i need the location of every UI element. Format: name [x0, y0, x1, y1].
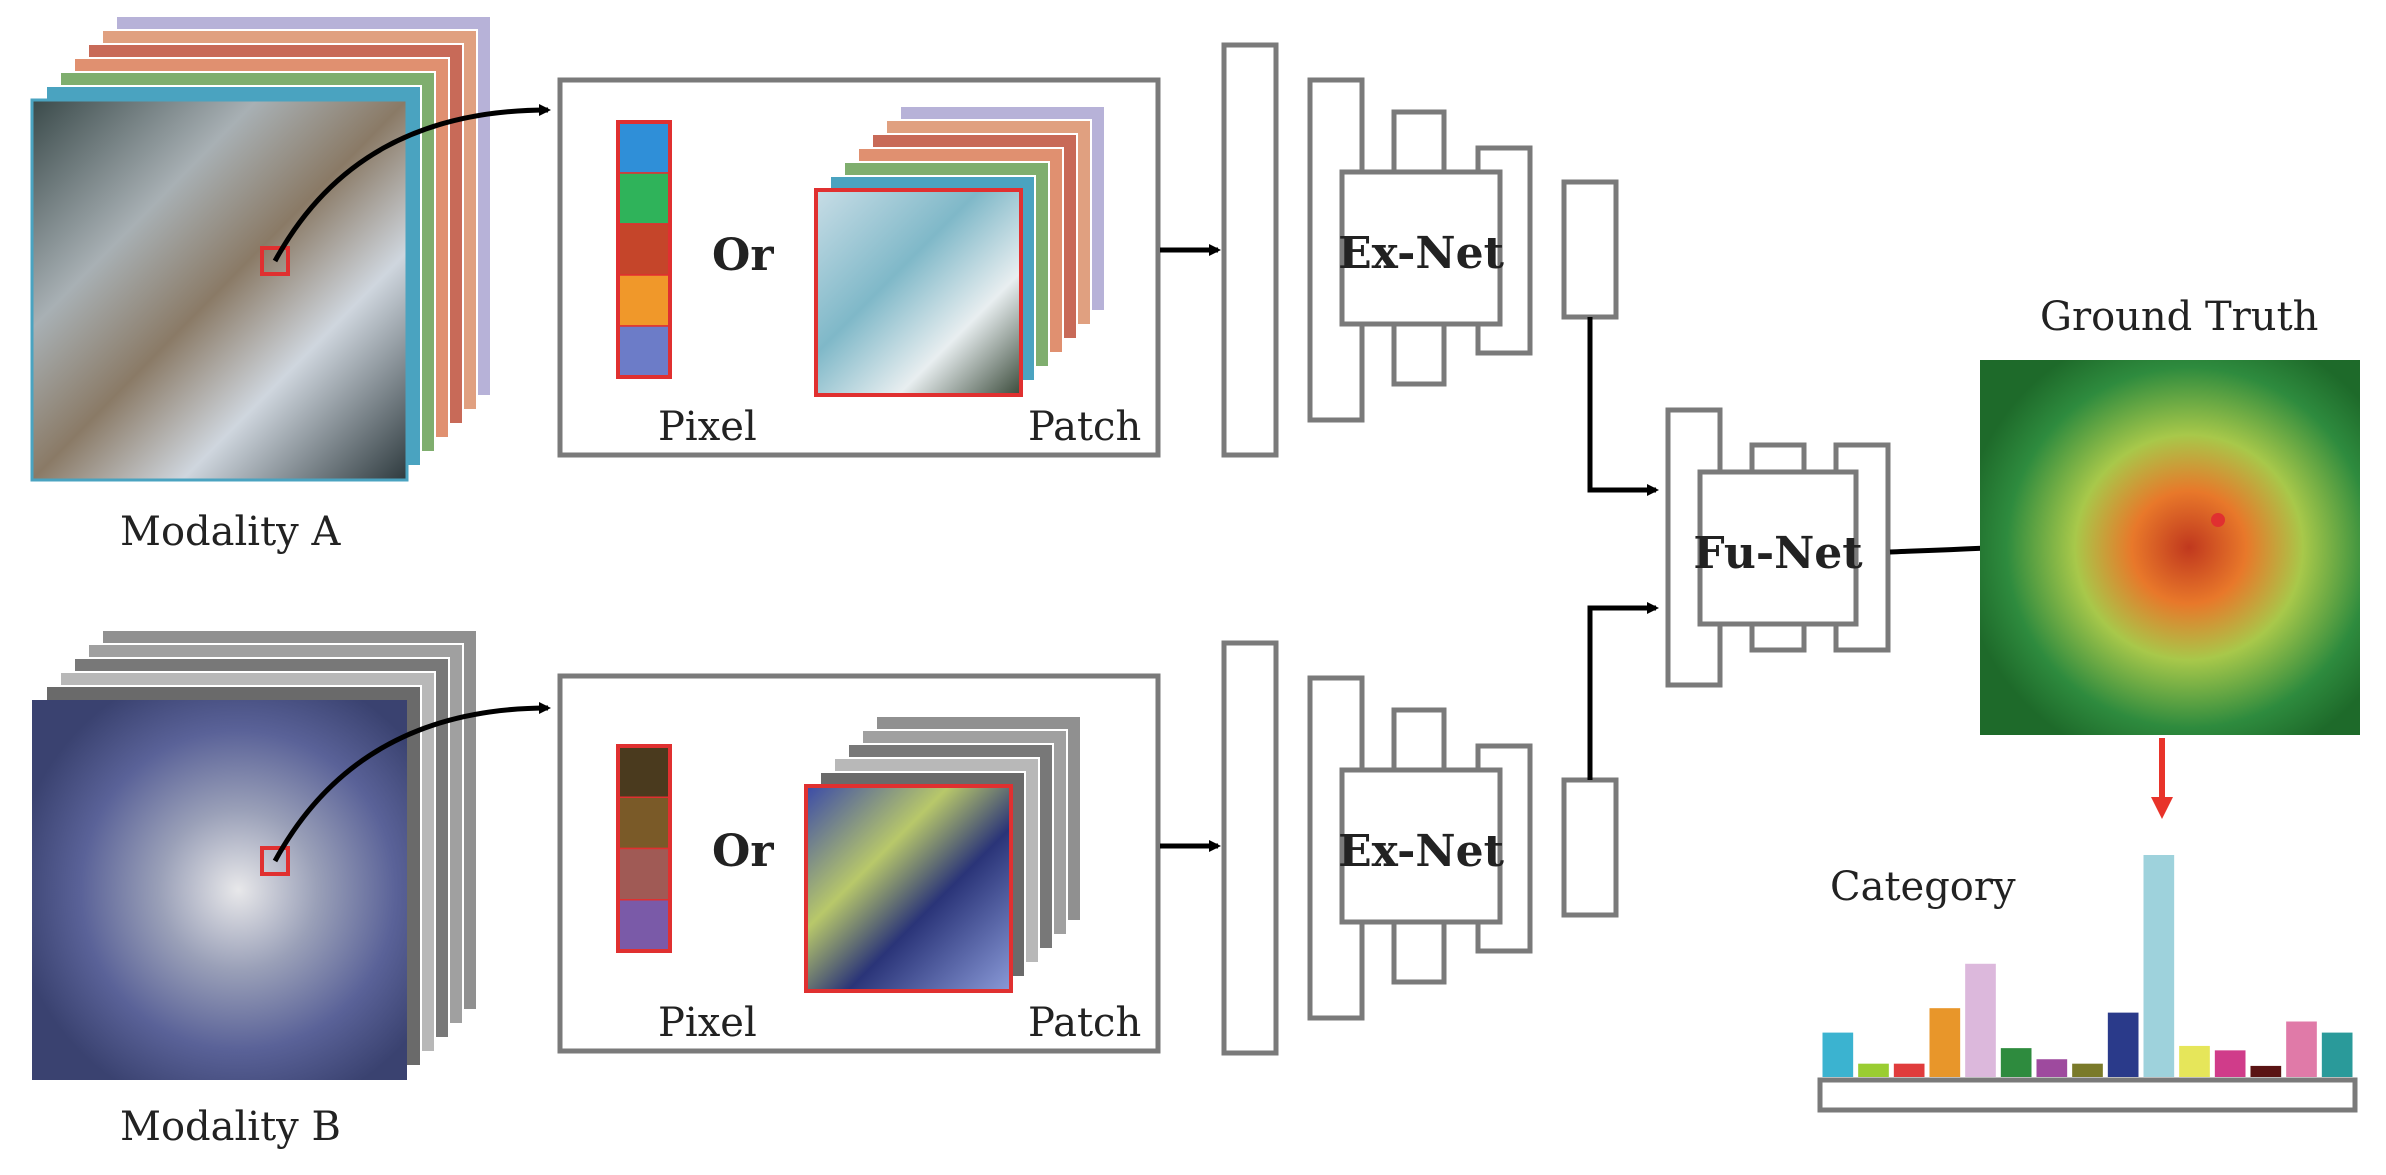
category-bar — [2107, 1012, 2139, 1077]
patch-label-a: Patch — [1028, 404, 1141, 450]
ground-truth-map — [1980, 360, 2360, 735]
modality-b-sample-arrow — [272, 702, 551, 863]
modality-b-pixel-marker — [260, 846, 290, 876]
category-bar — [1822, 1032, 1854, 1077]
pixel-vector-a-cell — [617, 325, 671, 378]
pixel-vector-a — [616, 120, 672, 379]
pixel-vector-b-cell — [617, 796, 671, 850]
pixel-vector-a-outline — [616, 120, 672, 379]
category-bar — [2321, 1032, 2353, 1077]
patch-image-b — [804, 784, 1013, 993]
pixel-vector-a-cell — [617, 172, 671, 225]
input-layer-b — [1221, 640, 1279, 1056]
modality-a-label: Modality A — [120, 509, 341, 555]
pixel-label-a: Pixel — [658, 404, 757, 450]
exnet-a-block — [1339, 169, 1503, 327]
pixel-vector-b-outline — [616, 744, 672, 953]
patch-image-a — [814, 188, 1023, 397]
category-bar — [1893, 1063, 1925, 1077]
category-bar — [1858, 1063, 1889, 1077]
pixel-vector-b-cell — [617, 745, 671, 798]
exnet-a-label: Ex-Net — [1338, 228, 1504, 279]
modality-a-sample-arrow — [272, 104, 551, 263]
pixel-vector-b — [616, 744, 672, 953]
exnet-b-block — [1339, 767, 1503, 925]
category-histogram — [1822, 855, 2353, 1077]
arrow-exnet-b-to-funet — [1587, 602, 1659, 780]
or-label-b: Or — [712, 826, 774, 877]
pixel-vector-a-cell — [617, 121, 671, 174]
category-bar — [2286, 1021, 2317, 1077]
ground-truth-pixel-marker — [2211, 513, 2225, 527]
pixel-vector-b-cell — [617, 847, 671, 901]
pixel-vector-a-cell — [617, 274, 671, 327]
or-label-a: Or — [712, 230, 774, 281]
category-label: Category — [1830, 864, 2016, 910]
funet-label: Fu-Net — [1693, 528, 1863, 579]
modality-b-image — [32, 700, 407, 1080]
pixel-label-b: Pixel — [658, 1000, 757, 1046]
category-bar — [2214, 1050, 2246, 1077]
funet-block — [1697, 469, 1859, 627]
pixel-vector-b-cell — [617, 899, 671, 952]
modality-a-image — [32, 100, 407, 480]
category-bar — [2036, 1059, 2068, 1077]
patch-label-b: Patch — [1028, 1000, 1141, 1046]
modality-b-label: Modality B — [120, 1104, 341, 1150]
input-layer-a — [1221, 42, 1279, 458]
exnet-b-label: Ex-Net — [1338, 826, 1504, 877]
pixel-vector-a-cell — [617, 223, 671, 276]
exnet-b-output — [1561, 777, 1619, 918]
ground-truth-label: Ground Truth — [2040, 294, 2318, 340]
category-histogram-base — [1817, 1077, 2358, 1113]
category-bar — [2000, 1048, 2032, 1077]
category-bar — [2143, 855, 2175, 1077]
category-bar — [2072, 1063, 2103, 1077]
category-bar — [1929, 1008, 1961, 1077]
arrow-exnet-a-to-funet — [1587, 317, 1659, 496]
category-bar — [2179, 1045, 2210, 1077]
exnet-a-output — [1561, 179, 1619, 320]
modality-a-pixel-marker — [260, 246, 290, 276]
modality-a-image-border — [30, 98, 409, 482]
category-bar — [1965, 963, 1996, 1077]
category-bar — [2250, 1065, 2282, 1077]
